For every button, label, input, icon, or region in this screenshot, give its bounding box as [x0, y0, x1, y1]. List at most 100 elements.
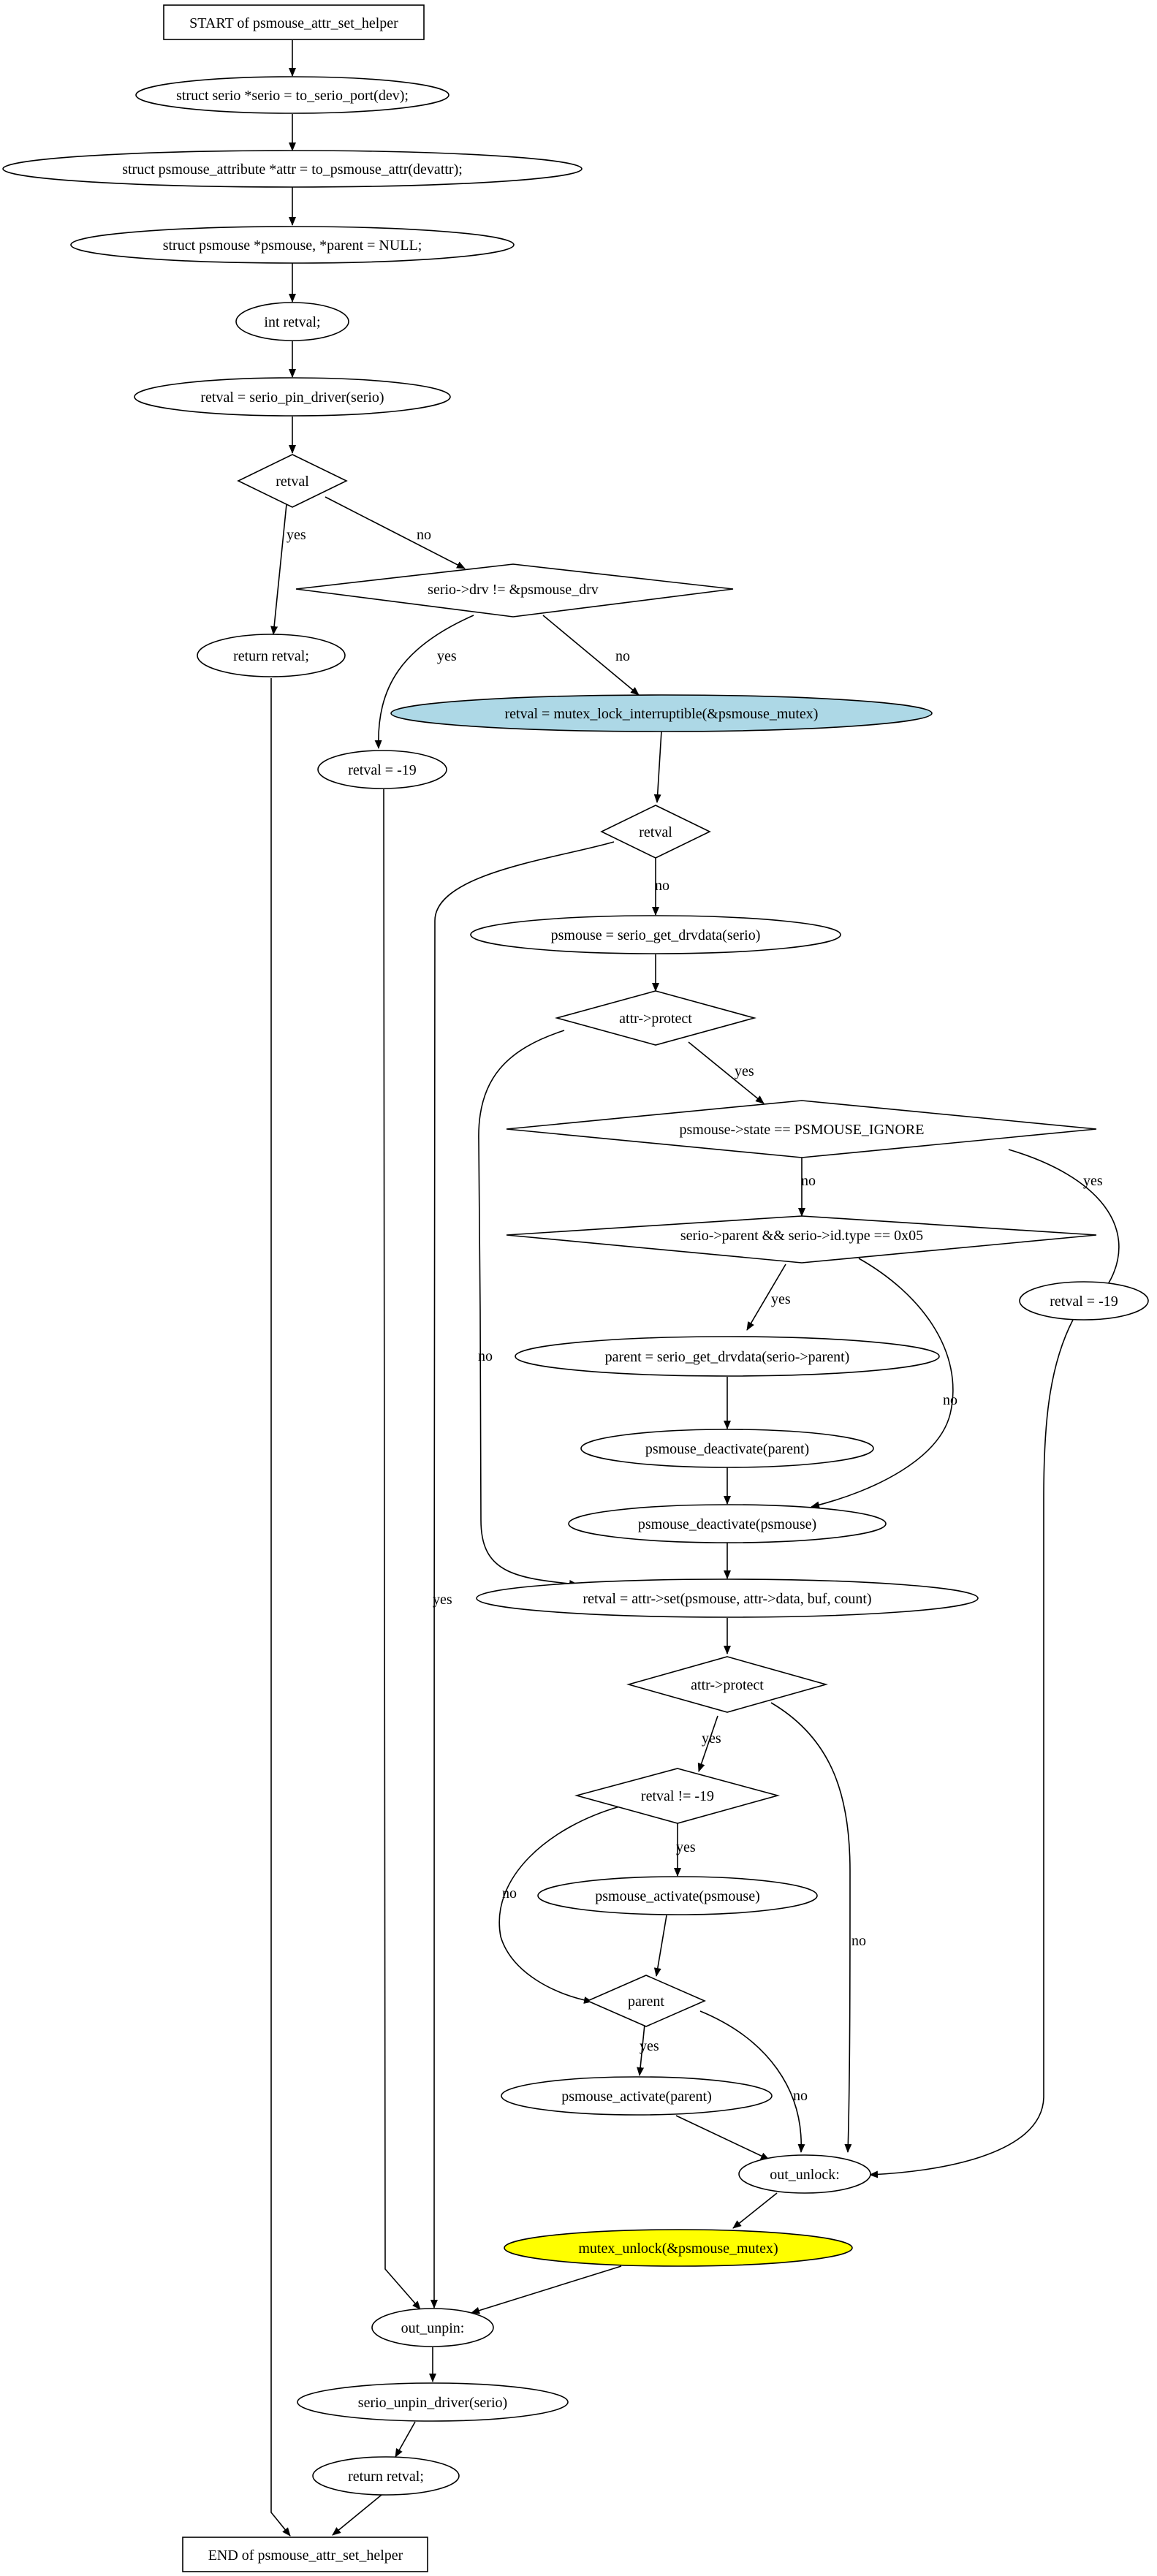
svg-text:retval = serio_pin_driver(seri: retval = serio_pin_driver(serio)	[200, 390, 384, 406]
edge-label-yes: yes	[437, 648, 457, 664]
out-unlock-node: out_unlock:	[738, 2154, 871, 2194]
svg-text:psmouse = serio_get_drvdata(se: psmouse = serio_get_drvdata(serio)	[551, 927, 761, 943]
decision-attr-protect-2: attr->protect	[626, 1656, 828, 1713]
edge-label-yes: yes	[433, 1592, 452, 1608]
svg-text:serio_unpin_driver(serio): serio_unpin_driver(serio)	[358, 2395, 507, 2411]
edge-retvalne-parent	[498, 1806, 621, 2004]
start-node: START of psmouse_attr_set_helper	[163, 4, 425, 40]
edge-outunlock-mutexunlock	[732, 2192, 778, 2229]
psmouse-decl-node: struct psmouse *psmouse, *parent = NULL;	[70, 226, 515, 264]
decision-psmouse-state: psmouse->state == PSMOUSE_IGNORE	[506, 1100, 1097, 1158]
edge-retval19a-outunpin	[383, 789, 421, 2310]
decision-retval-2: retval	[600, 805, 711, 859]
edge-parent-actparent	[637, 2024, 645, 2076]
decision-retval-ne-19: retval != -19	[574, 1768, 781, 1824]
svg-text:START of psmouse_attr_set_help: START of psmouse_attr_set_helper	[189, 15, 398, 31]
edge-label-no: no	[943, 1392, 957, 1408]
svg-text:out_unpin:: out_unpin:	[401, 2320, 465, 2336]
edge-state-retval19b	[1008, 1149, 1120, 1293]
edge-label-yes: yes	[676, 1839, 696, 1855]
mutex-lock-node: retval = mutex_lock_interruptible(&psmou…	[390, 694, 933, 732]
return-retval-node-1: return retval;	[197, 634, 346, 677]
edge-retval2-outunpin	[430, 841, 615, 2309]
edge-retval1-return1	[270, 504, 287, 635]
svg-text:struct serio *serio = to_serio: struct serio *serio = to_serio_port(dev)…	[176, 88, 409, 104]
edge-return2-end	[332, 2494, 382, 2536]
edge-label-no: no	[801, 1173, 816, 1189]
svg-text:attr->protect: attr->protect	[691, 1677, 764, 1693]
nodes: START of psmouse_attr_set_helper struct …	[2, 4, 1149, 2572]
svg-text:retval = -19: retval = -19	[1050, 1293, 1118, 1310]
svg-text:retval = -19: retval = -19	[348, 762, 416, 778]
edge-protect1-attrset	[478, 1030, 578, 1588]
svg-text:retval = attr->set(psmouse, at: retval = attr->set(psmouse, attr->data, …	[583, 1591, 871, 1607]
edge-return1-end	[270, 678, 291, 2537]
edge-label-yes: yes	[735, 1063, 754, 1079]
edge-unpin-return2	[395, 2421, 416, 2458]
edge-mutexlock-retval2	[653, 730, 662, 803]
deactivate-parent-node: psmouse_deactivate(parent)	[580, 1429, 874, 1468]
decision-retval-1: retval	[237, 454, 348, 508]
svg-text:parent: parent	[628, 1994, 664, 2010]
edge-drv-mutexlock	[542, 615, 640, 696]
edge-label-yes: yes	[771, 1291, 791, 1307]
edge-parent-outunlock	[699, 2010, 805, 2153]
svg-text:struct psmouse *psmouse, *pare: struct psmouse *psmouse, *parent = NULL;	[163, 238, 422, 254]
svg-text:int retval;: int retval;	[264, 314, 320, 330]
edge-label-no: no	[417, 527, 431, 543]
svg-text:serio->drv != &psmouse_drv: serio->drv != &psmouse_drv	[428, 582, 599, 598]
edge-label-no: no	[615, 648, 630, 664]
edge-label-no: no	[655, 878, 669, 894]
svg-text:attr->protect: attr->protect	[619, 1011, 692, 1027]
decision-serio-parent-type: serio->parent && serio->id.type == 0x05	[506, 1215, 1097, 1264]
edge-protect2-outunlock	[770, 1702, 852, 2153]
edge-label-no: no	[478, 1348, 493, 1364]
get-drvdata-node: psmouse = serio_get_drvdata(serio)	[470, 915, 841, 954]
pin-driver-node: retval = serio_pin_driver(serio)	[134, 377, 451, 417]
svg-text:parent = serio_get_drvdata(ser: parent = serio_get_drvdata(serio->parent…	[605, 1349, 850, 1365]
activate-parent-node: psmouse_activate(parent)	[501, 2076, 773, 2116]
edge-parenttype-deactpsmouse	[811, 1258, 954, 1509]
edge-retval1-drv	[325, 496, 466, 569]
end-node: END of psmouse_attr_set_helper	[182, 2537, 428, 2572]
edge-labels: yes no yes no no yes no yes yes no no ye…	[287, 527, 1103, 2104]
mutex-unlock-node: mutex_unlock(&psmouse_mutex)	[504, 2229, 853, 2267]
int-retval-node: int retval;	[235, 302, 349, 341]
edge-mutexunlock-outunpin	[471, 2265, 622, 2314]
edge-label-yes: yes	[287, 527, 306, 543]
decision-parent: parent	[586, 1975, 706, 2027]
edge-protect1-state	[688, 1041, 765, 1104]
svg-text:psmouse_activate(parent): psmouse_activate(parent)	[561, 2089, 711, 2105]
svg-text:retval != -19: retval != -19	[641, 1788, 714, 1804]
svg-text:END of psmouse_attr_set_helper: END of psmouse_attr_set_helper	[208, 2547, 403, 2564]
return-retval-node-2: return retval;	[312, 2456, 460, 2496]
edge-label-yes: yes	[640, 2038, 659, 2054]
edge-drv-retval19a	[374, 615, 474, 749]
svg-text:psmouse_deactivate(psmouse): psmouse_deactivate(psmouse)	[638, 1516, 816, 1532]
serio-decl-node: struct serio *serio = to_serio_port(dev)…	[135, 76, 449, 114]
edges	[270, 40, 1120, 2537]
edge-retval19b-outunlock	[869, 1319, 1074, 2178]
retval-minus19-node-1: retval = -19	[317, 750, 447, 789]
activate-psmouse-node: psmouse_activate(psmouse)	[537, 1876, 818, 1915]
edge-parenttype-parentget	[746, 1264, 786, 1331]
svg-text:out_unlock:: out_unlock:	[770, 2167, 840, 2183]
svg-text:mutex_unlock(&psmouse_mutex): mutex_unlock(&psmouse_mutex)	[578, 2241, 778, 2257]
deactivate-psmouse-node: psmouse_deactivate(psmouse)	[568, 1504, 887, 1543]
decision-attr-protect-1: attr->protect	[554, 990, 757, 1046]
svg-text:return retval;: return retval;	[233, 648, 309, 664]
svg-text:retval = mutex_lock_interrupti: retval = mutex_lock_interruptible(&psmou…	[505, 706, 819, 722]
edge-label-no: no	[502, 1885, 517, 1901]
svg-text:serio->parent && serio->id.typ: serio->parent && serio->id.type == 0x05	[680, 1228, 923, 1244]
edge-label-no: no	[851, 1933, 866, 1949]
edge-protect2-retvalne	[697, 1715, 718, 1772]
edge-label-no: no	[793, 2088, 808, 2104]
svg-text:struct psmouse_attribute *attr: struct psmouse_attribute *attr = to_psmo…	[122, 162, 463, 178]
edge-actpsmouse-parent	[653, 1915, 667, 1977]
svg-text:psmouse->state == PSMOUSE_IGNO: psmouse->state == PSMOUSE_IGNORE	[680, 1122, 925, 1138]
unpin-driver-node: serio_unpin_driver(serio)	[297, 2382, 569, 2422]
edge-label-yes: yes	[702, 1730, 721, 1747]
decision-serio-drv: serio->drv != &psmouse_drv	[295, 563, 734, 618]
svg-text:retval: retval	[639, 824, 672, 840]
